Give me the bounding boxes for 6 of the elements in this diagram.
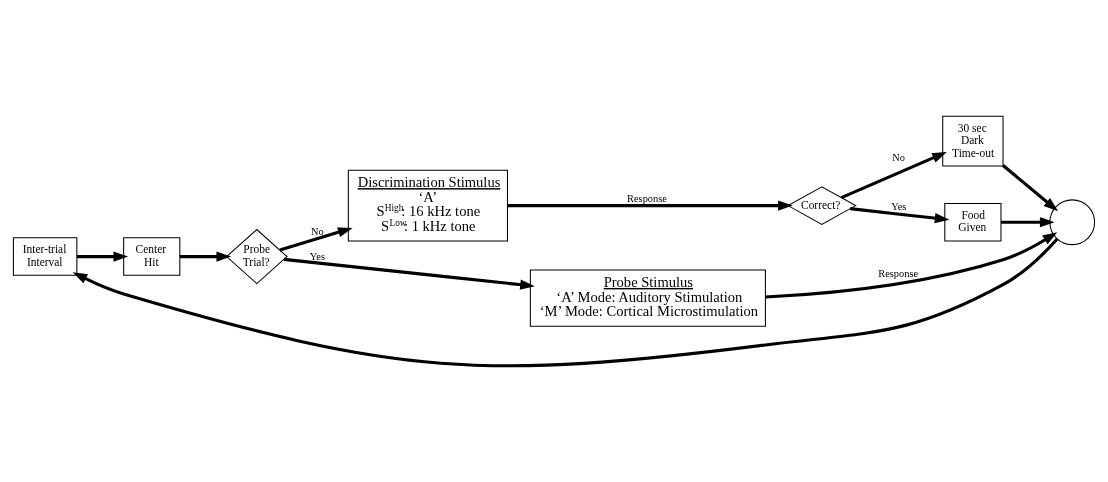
edge-label: Yes xyxy=(309,250,325,262)
edge-label: Yes xyxy=(891,200,907,212)
edge-label: No xyxy=(892,151,905,163)
edge-label: Response xyxy=(627,193,667,205)
edge-label: No xyxy=(310,225,324,237)
edge-label: Response xyxy=(878,268,919,280)
